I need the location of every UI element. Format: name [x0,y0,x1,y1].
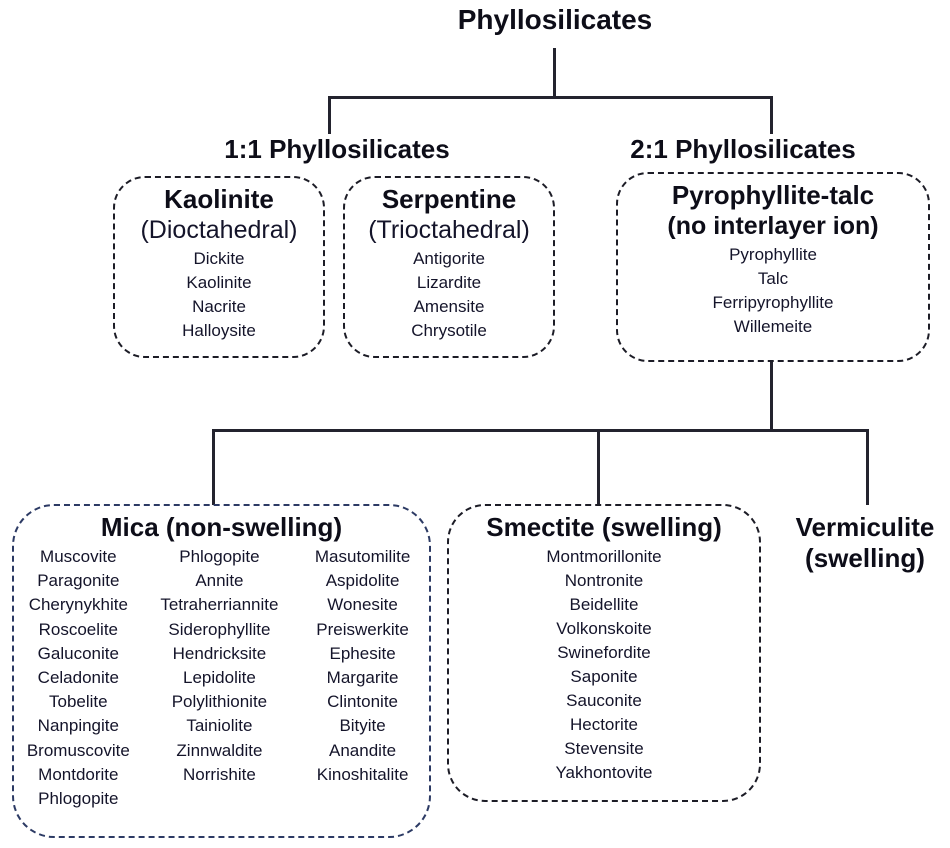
mineral-name: Nacrite [192,297,246,316]
mineral-name: Roscoelite [38,619,118,639]
mineral-name: Tetraherriannite [160,595,279,615]
mineral-name: Yakhontovite [555,763,653,782]
mineral-name: Tainiolite [186,716,253,736]
pyrophyllite-talc-box: Pyrophyllite-talc (no interlayer ion) Py… [616,172,930,362]
mineral-name: Cherynykhite [28,595,128,615]
mineral-name: Galuconite [37,643,119,663]
mineral-name: Hendricksite [172,643,267,663]
mineral-name: Nontronite [564,571,644,590]
root-node-label: Phyllosilicates [457,4,653,35]
connector-drop-2to1 [770,96,773,134]
mineral-name: Montmorillonite [546,547,662,566]
mineral-name: Dickite [193,249,245,268]
mineral-name: Willemeite [733,317,813,336]
mineral-name: Montdorite [38,764,119,784]
mineral-name: Kinoshitalite [316,764,409,784]
mineral-name: Ferripyrophyllite [712,293,834,312]
mineral-name: Muscovite [40,547,117,566]
mineral-name: Clintonite [327,692,399,712]
mineral-name: Swinefordite [557,643,651,662]
group-heading-1to1: 1:1 Phyllosilicates [224,134,450,164]
serpentine-title: Serpentine [381,184,517,214]
mineral-name: Masutomilite [314,547,411,566]
mineral-name: Tobelite [49,692,108,712]
mineral-name: Halloysite [182,321,256,340]
mineral-name: Ephesite [329,643,396,663]
connector-root-horizontal [328,96,773,99]
mineral-name: Phlogopite [38,789,119,809]
mica-title: Mica (non-swelling) [100,512,343,542]
mineral-name: Beidellite [569,595,639,614]
kaolinite-title: Kaolinite [164,184,274,214]
pyrophyllite-talc-title: Pyrophyllite-talc [671,180,875,210]
mineral-name: Lepidolite [183,668,256,688]
mineral-name: Phlogopite [179,547,260,566]
pyrophyllite-talc-subtitle: (no interlayer ion) [667,212,879,240]
mineral-name: Kaolinite [186,273,252,292]
mineral-name: Amensite [413,297,485,316]
mineral-name: Anandite [329,740,397,760]
mineral-name: Margarite [326,668,399,688]
mineral-name: Aspidolite [325,571,400,591]
mineral-name: Annite [195,571,244,591]
mineral-name: Saponite [570,667,638,686]
mineral-name: Stevensite [564,739,644,758]
mineral-name: Nanpingite [37,716,119,736]
kaolinite-subtitle: (Dioctahedral) [140,216,298,244]
connector-drop-1to1 [328,96,331,134]
mineral-name: Preiswerkite [316,619,409,639]
mineral-name: Bromuscovite [26,740,130,760]
mineral-name: Talc [757,269,789,288]
mineral-name: Volkonskoite [556,619,652,638]
mineral-name: Siderophyllite [168,619,271,639]
mineral-name: Polylithionite [171,692,268,712]
mineral-name: Sauconite [566,691,642,710]
serpentine-subtitle: (Trioctahedral) [368,216,530,244]
mineral-name: Pyrophyllite [729,245,817,264]
vermiculite-node: Vermiculite (swelling) [780,512,950,574]
vermiculite-title: Vermiculite [795,512,935,542]
mineral-name: Lizardite [416,273,482,292]
connector-drop-smectite [597,429,600,505]
vermiculite-subtitle: (swelling) [805,543,925,573]
mineral-name: Paragonite [37,571,120,591]
mineral-name: Antigorite [413,249,485,268]
connector-2to1-horizontal [212,429,869,432]
group-heading-2to1: 2:1 Phyllosilicates [630,134,856,164]
connector-root-stem [553,48,556,98]
mineral-name: Zinnwaldite [176,740,263,760]
connector-drop-vermiculite [866,429,869,505]
mineral-name: Norrishite [183,764,256,784]
mineral-name: Wonesite [327,595,398,615]
mineral-name: Hectorite [569,715,638,734]
mineral-name: Chrysotile [411,321,487,340]
connector-drop-mica [212,429,215,505]
smectite-title: Smectite (swelling) [486,512,722,542]
connector-2to1-stem [770,362,773,432]
mineral-name: Celadonite [37,668,119,688]
mineral-name: Bityite [339,716,386,736]
